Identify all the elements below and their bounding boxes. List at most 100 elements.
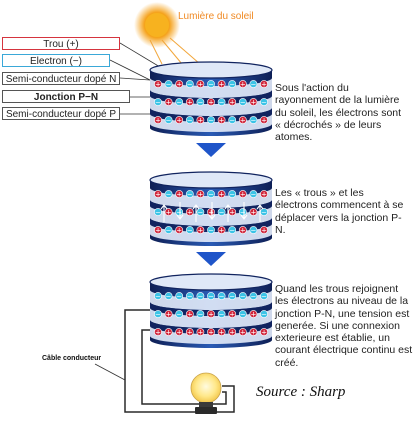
hole-dot xyxy=(154,226,162,234)
hole-particle: + xyxy=(185,310,194,318)
hole-dot xyxy=(217,80,226,88)
solar-cell-1: +−+−+−+−+−+−+−+−+−+−+−+−+−+−+−+−+ xyxy=(149,61,273,136)
hole-particle: + xyxy=(249,208,258,216)
hole-particle: + xyxy=(154,116,162,124)
electron-particle: − xyxy=(238,98,247,106)
hole-particle: + xyxy=(217,116,226,124)
electron-dot xyxy=(175,292,184,300)
plus-sign-icon: + xyxy=(208,208,214,216)
electron-dot xyxy=(185,80,194,88)
electron-particle: − xyxy=(217,292,226,300)
plus-sign-icon: + xyxy=(166,328,172,336)
plus-sign-icon: + xyxy=(166,208,172,216)
minus-sign-icon: − xyxy=(176,292,182,300)
electron-particle: − xyxy=(175,208,184,216)
electron-particle: − xyxy=(238,310,247,318)
hole-dot xyxy=(154,116,162,124)
hole-dot xyxy=(238,80,247,88)
minus-sign-icon: − xyxy=(197,98,203,106)
hole-particle: + xyxy=(238,116,247,124)
hole-particle: + xyxy=(228,328,237,336)
electron-dot xyxy=(207,190,215,198)
minus-sign-icon: − xyxy=(261,310,267,318)
plus-sign-icon: + xyxy=(219,80,225,88)
electron-particle: − xyxy=(207,190,215,198)
electron-particle: − xyxy=(207,226,215,234)
electron-dot xyxy=(228,80,237,88)
sun-ray xyxy=(161,39,183,65)
hole-particle: + xyxy=(228,98,237,106)
plus-sign-icon: + xyxy=(229,310,235,318)
hole-dot xyxy=(185,310,194,318)
electron-particle: − xyxy=(185,226,194,234)
minus-sign-icon: − xyxy=(250,190,256,198)
hole-dot xyxy=(249,328,258,336)
electron-dot xyxy=(217,98,226,106)
electron-dot xyxy=(249,190,258,198)
hole-dot xyxy=(228,310,237,318)
minus-sign-icon: − xyxy=(229,116,235,124)
electron-particle: − xyxy=(217,310,226,318)
plus-sign-icon: + xyxy=(250,310,256,318)
hole-particle: + xyxy=(154,328,162,336)
hole-particle: + xyxy=(260,80,268,88)
minus-sign-icon: − xyxy=(208,190,214,198)
plus-sign-icon: + xyxy=(197,80,203,88)
source-credit: Source : Sharp xyxy=(256,384,346,400)
electron-dot xyxy=(249,116,258,124)
electron-dot xyxy=(228,226,237,234)
hole-dot xyxy=(238,116,247,124)
electron-particle: − xyxy=(249,292,258,300)
hole-particle: + xyxy=(154,80,162,88)
down-arrow-icon xyxy=(208,202,216,220)
minus-sign-icon: − xyxy=(208,292,214,300)
hole-particle: + xyxy=(196,226,205,234)
up-arrow-icon xyxy=(256,204,264,222)
plus-sign-icon: + xyxy=(219,190,225,198)
plus-sign-icon: + xyxy=(176,80,182,88)
plus-sign-icon: + xyxy=(240,190,246,198)
minus-sign-icon: − xyxy=(187,80,193,88)
hole-particle: + xyxy=(238,328,247,336)
minus-sign-icon: − xyxy=(176,310,182,318)
plus-sign-icon: + xyxy=(155,226,161,234)
minus-sign-icon: − xyxy=(166,226,172,234)
hole-dot xyxy=(196,80,205,88)
minus-sign-icon: − xyxy=(155,208,161,216)
cell-top xyxy=(149,61,273,79)
solar-cell-3: −−−−−−−−−−−−+−+−+−+−+−+++++++++++ xyxy=(149,273,273,348)
electron-dot xyxy=(196,310,205,318)
sun-ray xyxy=(149,39,163,65)
hole-particle: + xyxy=(249,328,258,336)
hole-dot xyxy=(175,190,184,198)
electron-dot xyxy=(238,292,247,300)
electron-dot xyxy=(154,310,162,318)
circuit-wire xyxy=(124,309,235,413)
hole-dot xyxy=(175,80,184,88)
hole-dot xyxy=(175,226,184,234)
cell-top xyxy=(149,171,273,189)
hole-dot xyxy=(228,328,237,336)
plus-sign-icon: + xyxy=(219,328,225,336)
minus-sign-icon: − xyxy=(187,226,193,234)
up-arrow-icon xyxy=(224,204,232,222)
legend-leader xyxy=(119,77,151,81)
hole-particle: + xyxy=(238,226,247,234)
hole-dot xyxy=(164,328,173,336)
electron-dot xyxy=(238,98,247,106)
plus-sign-icon: + xyxy=(250,98,256,106)
legend-hole: Trou (+) xyxy=(2,37,120,50)
minus-sign-icon: − xyxy=(250,226,256,234)
hole-dot xyxy=(249,98,258,106)
hole-dot xyxy=(217,190,226,198)
hole-particle: + xyxy=(196,116,205,124)
hole-particle: + xyxy=(207,310,215,318)
plus-sign-icon: + xyxy=(155,80,161,88)
plus-sign-icon: + xyxy=(250,208,256,216)
step-1-text: Sous l'action du rayonnement de la lumiè… xyxy=(275,82,402,144)
plus-sign-icon: + xyxy=(240,80,246,88)
electron-dot xyxy=(154,98,162,106)
hole-particle: + xyxy=(196,328,205,336)
hole-particle: + xyxy=(164,310,173,318)
plus-sign-icon: + xyxy=(219,116,225,124)
